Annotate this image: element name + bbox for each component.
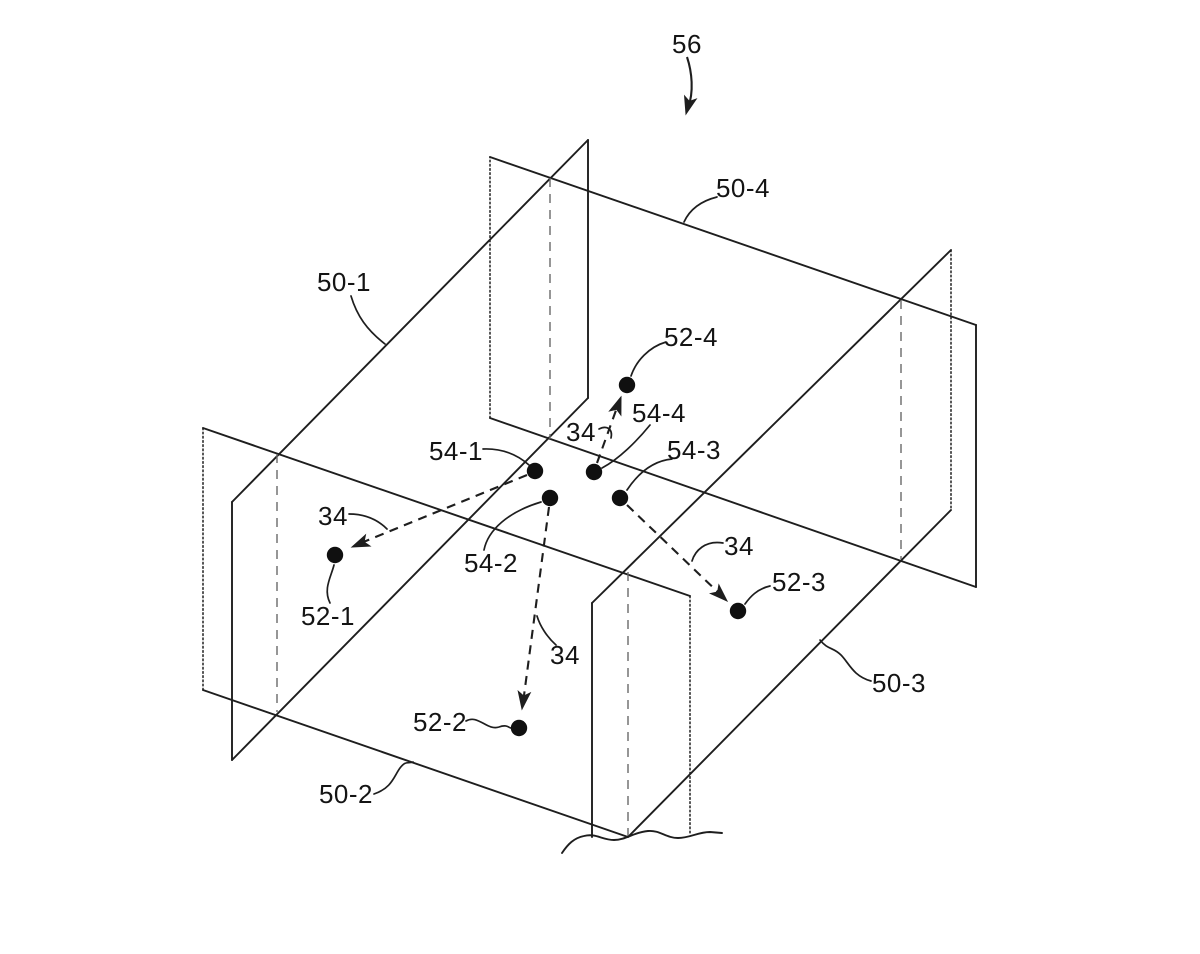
label-34-bottom: 34 bbox=[550, 640, 580, 670]
point-52-1 bbox=[326, 546, 344, 564]
label-52-4: 52-4 bbox=[664, 322, 718, 352]
leader-54-2 bbox=[483, 501, 542, 551]
leader-54-4 bbox=[601, 424, 651, 469]
arrow-56-pointer-head bbox=[683, 94, 698, 116]
leader-52-1 bbox=[326, 564, 335, 604]
leader-34-left bbox=[348, 513, 388, 530]
plane-50-4-edge-0 bbox=[489, 156, 977, 326]
arrow-34-to-52-4-line bbox=[596, 401, 620, 464]
arrow-34-to-52-3-line bbox=[626, 504, 724, 598]
label-54-4: 54-4 bbox=[632, 398, 686, 428]
plane-50-4-edge-2 bbox=[489, 417, 977, 588]
plane-50-3-edge-0 bbox=[591, 249, 952, 604]
leader-50-1 bbox=[350, 295, 386, 345]
plane-50-1-edge-2 bbox=[231, 397, 589, 761]
leader-34-right bbox=[691, 541, 724, 562]
leader-54-3 bbox=[626, 458, 673, 491]
label-34-left: 34 bbox=[318, 501, 348, 531]
leader-50-3 bbox=[819, 639, 872, 682]
arrow-34-to-52-4-head bbox=[608, 395, 622, 417]
break-wave bbox=[561, 830, 723, 854]
plane-50-3-edge-2 bbox=[627, 509, 952, 838]
plane-50-2-edge-3 bbox=[202, 689, 629, 838]
label-50-1: 50-1 bbox=[317, 267, 371, 297]
leader-34-bottom bbox=[536, 615, 557, 646]
label-56: 56 bbox=[672, 29, 702, 59]
point-52-2 bbox=[510, 719, 528, 737]
label-54-1: 54-1 bbox=[429, 436, 483, 466]
point-52-3 bbox=[729, 602, 747, 620]
label-52-3: 52-3 bbox=[772, 567, 826, 597]
leader-52-3 bbox=[744, 585, 771, 605]
label-50-2: 50-2 bbox=[319, 779, 373, 809]
label-54-2: 54-2 bbox=[464, 548, 518, 578]
plane-50-1-edge-0 bbox=[231, 139, 589, 503]
leader-50-4 bbox=[683, 196, 718, 223]
leader-52-4 bbox=[630, 341, 667, 377]
arrow-34-to-52-1-head bbox=[350, 533, 372, 548]
point-54-3 bbox=[611, 489, 629, 507]
point-54-4 bbox=[585, 463, 603, 481]
plane-50-2-edge-0 bbox=[202, 427, 691, 597]
leader-50-2 bbox=[373, 761, 414, 795]
leader-52-2 bbox=[465, 718, 512, 729]
label-52-1: 52-1 bbox=[301, 601, 355, 631]
label-50-4: 50-4 bbox=[716, 173, 770, 203]
arrow-34-to-52-2-head bbox=[517, 689, 532, 711]
label-34-right: 34 bbox=[724, 531, 754, 561]
arrow-34-to-52-3-head bbox=[709, 583, 729, 603]
label-50-3: 50-3 bbox=[872, 668, 926, 698]
point-52-4 bbox=[618, 376, 636, 394]
label-54-3: 54-3 bbox=[667, 435, 721, 465]
leader-54-1 bbox=[482, 448, 530, 466]
label-34-top: 34 bbox=[566, 417, 596, 447]
point-54-2 bbox=[541, 489, 559, 507]
label-52-2: 52-2 bbox=[413, 707, 467, 737]
point-54-1 bbox=[526, 462, 544, 480]
arrow-34-to-52-2-line bbox=[521, 506, 551, 704]
